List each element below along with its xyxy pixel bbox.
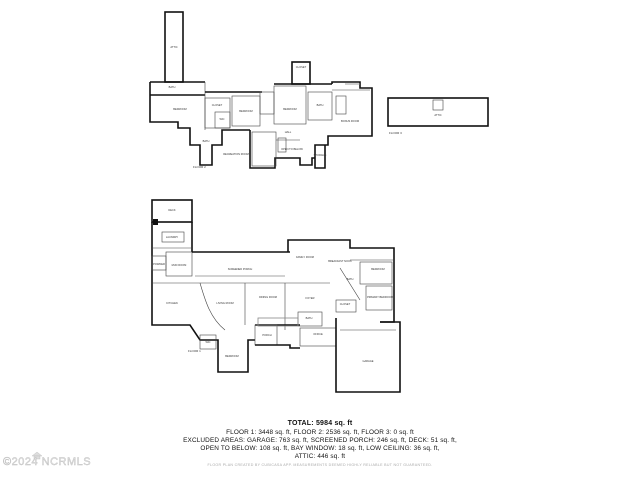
label-wic-lower: WIC xyxy=(205,340,210,344)
label-bath-upper-mid: BATH xyxy=(203,139,210,143)
label-bath-upper-left: BATH xyxy=(169,85,176,89)
watermark-text: ©2024 NCRMLS xyxy=(3,456,91,468)
label-bath-a: BATH xyxy=(347,277,354,281)
label-hall-upper: HALL xyxy=(285,130,292,134)
label-living-room: LIVING ROOM xyxy=(216,301,233,305)
label-dining-room: DINING ROOM xyxy=(259,295,277,299)
label-office: OFFICE xyxy=(313,332,323,336)
label-attic-tall: ATTIC xyxy=(170,45,177,49)
label-porch: PORCH xyxy=(262,333,271,337)
floor-1-label: FLOOR 1 xyxy=(188,349,201,353)
label-closet: CLOSET xyxy=(340,302,351,306)
floor-2-label: FLOOR 2 xyxy=(193,165,206,169)
label-bath-b: BATH xyxy=(306,316,313,320)
floor-areas-line: FLOOR 1: 3448 sq. ft, FLOOR 2: 2536 sq. … xyxy=(226,429,414,436)
ncrmls-watermark: ©2024 NCRMLS xyxy=(3,451,91,468)
label-bedroom-upper-right: BEDROOM xyxy=(283,107,296,111)
floor-3-label: FLOOR 3 xyxy=(389,131,402,135)
floor-1-plan: DECK LAUNDRY POWDER MUD ROOM KITCHEN SCR… xyxy=(151,199,401,393)
label-garage: GARAGE xyxy=(362,359,373,363)
attic-area-line: ATTIC: 446 sq. ft xyxy=(294,453,346,460)
label-breakfast-nook: BREAKFAST NOOK xyxy=(328,259,352,263)
label-screened-porch: SCREENED PORCH xyxy=(228,267,253,271)
total-area: TOTAL: 5984 sq. ft xyxy=(287,420,353,427)
excluded-areas-line: EXCLUDED AREAS: GARAGE: 763 sq. ft, SCRE… xyxy=(183,437,457,444)
label-recreation-room: RECREATION ROOM xyxy=(223,152,249,156)
excluded-areas-line-2: OPEN TO BELOW: 108 sq. ft, BAY WINDOW: 1… xyxy=(200,445,440,452)
label-bedroom-a: BEDROOM xyxy=(371,267,384,271)
floor-2-plan: ATTIC BATH BEDROOM CLOSET WIC BATH BEDRO… xyxy=(149,11,489,169)
label-bedroom-upper-mid: BEDROOM xyxy=(239,109,252,113)
label-deck: DECK xyxy=(168,208,175,212)
label-mud-room: MUD ROOM xyxy=(172,263,187,267)
label-closet-upper-left: CLOSET xyxy=(212,103,223,107)
label-primary-bedroom: PRIMARY BEDROOM xyxy=(367,295,393,299)
label-family-room: FAMILY ROOM xyxy=(296,255,314,259)
label-storage: STORAGE xyxy=(314,153,327,157)
label-laundry: LAUNDRY xyxy=(166,235,179,239)
label-wic: WIC xyxy=(219,117,224,121)
label-kitchen: KITCHEN xyxy=(166,301,178,305)
label-closet-upper-right: CLOSET xyxy=(296,65,307,69)
label-foyer: FOYER xyxy=(306,296,315,300)
label-attic-right: ATTIC xyxy=(434,113,441,117)
label-powder: POWDER xyxy=(153,262,165,266)
house-logo-icon xyxy=(31,451,43,460)
label-bedroom-b: BEDROOM xyxy=(225,354,238,358)
label-bonus-room: BONUS ROOM xyxy=(341,119,359,123)
label-open-to-below: OPEN TO BELOW xyxy=(281,147,303,151)
label-bath-upper-right: BATH xyxy=(317,103,324,107)
label-bedroom-upper-left: BEDROOM xyxy=(173,107,186,111)
disclaimer: FLOOR PLAN CREATED BY CUBICASA APP. MEAS… xyxy=(207,463,433,467)
